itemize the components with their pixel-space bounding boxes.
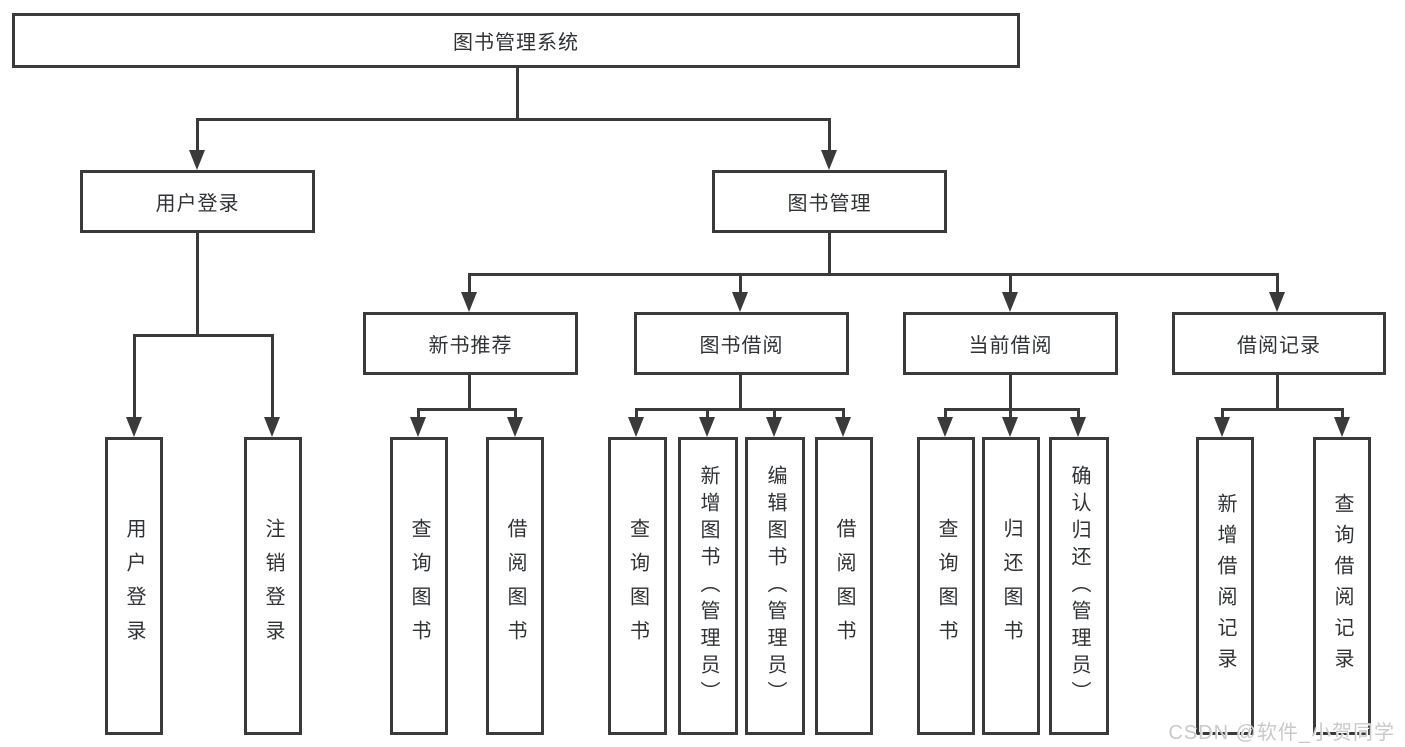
leaf-query-borrow-record: 查询借阅记录 [1313, 437, 1371, 735]
connector-drop-leaf [417, 408, 420, 421]
connector-drop-book-mgmt [828, 118, 831, 153]
connector-user-login-trunk [196, 233, 199, 337]
connector-drop-leaf [1341, 408, 1344, 421]
connector-book-mgmt-trunk [828, 233, 831, 276]
arrowhead-down-icon [937, 417, 953, 437]
connector-drop-leaf [1009, 408, 1012, 421]
connector-drop-leaf [514, 408, 517, 421]
leaf-query-books-1: 查询图书 [390, 437, 448, 735]
leaf-confirm-return-admin: 确认归还（管理员） [1049, 437, 1109, 735]
connector-drop-user-login [196, 118, 199, 153]
node-current-borrowing: 当前借阅 [903, 312, 1118, 375]
leaf-add-borrow-record: 新增借阅记录 [1196, 437, 1254, 735]
arrowhead-down-icon [835, 417, 851, 437]
arrowhead-down-icon [1214, 417, 1230, 437]
arrowhead-down-icon [126, 417, 142, 437]
arrowhead-down-icon [461, 292, 477, 312]
arrowhead-down-icon [1070, 417, 1086, 437]
leaf-query-books-3: 查询图书 [917, 437, 975, 735]
connector-trunk-records [1276, 375, 1279, 411]
connector-drop-leaf [133, 334, 136, 420]
connector-branch-new-book [417, 408, 517, 411]
connector-root-trunk [516, 68, 519, 118]
connector-trunk-new-book [468, 375, 471, 411]
arrowhead-down-icon [410, 417, 426, 437]
arrowhead-down-icon [1002, 292, 1018, 312]
csdn-watermark: CSDN @软件_小贺同学 [1168, 722, 1395, 744]
arrowhead-down-icon [821, 150, 837, 170]
node-library-management-system: 图书管理系统 [12, 13, 1020, 68]
connector-drop-leaf [271, 334, 274, 420]
arrowhead-down-icon [1002, 417, 1018, 437]
connector-drop-leaf [1077, 408, 1080, 421]
arrowhead-down-icon [264, 417, 280, 437]
node-user-login: 用户登录 [80, 170, 315, 233]
arrowhead-down-icon [1334, 417, 1350, 437]
connector-drop-leaf [706, 408, 709, 421]
arrowhead-down-icon [628, 417, 644, 437]
connector-drop-level3 [468, 273, 471, 295]
leaf-borrow-books-2: 借阅图书 [815, 437, 873, 735]
arrowhead-down-icon [699, 417, 715, 437]
connector-drop-level3 [739, 273, 742, 295]
connector-drop-leaf [842, 408, 845, 421]
connector-branch-records [1221, 408, 1344, 411]
connector-drop-level3 [1009, 273, 1012, 295]
arrowhead-down-icon [507, 417, 523, 437]
arrowhead-down-icon [1269, 292, 1285, 312]
node-book-borrowing: 图书借阅 [634, 312, 849, 375]
leaf-edit-book-admin: 编辑图书（管理员） [745, 437, 805, 735]
connector-branch-borrowing [635, 408, 845, 411]
connector-drop-level3 [1276, 273, 1279, 295]
connector-trunk-current [1009, 375, 1012, 411]
arrowhead-down-icon [189, 150, 205, 170]
leaf-logout: 注销登录 [244, 437, 302, 735]
node-new-book-recommendation: 新书推荐 [363, 312, 578, 375]
connector-branch-current [944, 408, 1080, 411]
leaf-query-books-2: 查询图书 [608, 437, 667, 735]
node-book-management: 图书管理 [712, 170, 947, 233]
connector-level2-branch [196, 118, 831, 121]
node-borrowing-records: 借阅记录 [1172, 312, 1386, 375]
leaf-add-book-admin: 新增图书（管理员） [678, 437, 738, 735]
connector-level3-branch [468, 273, 1279, 276]
connector-drop-leaf [635, 408, 638, 421]
leaf-return-books: 归还图书 [982, 437, 1040, 735]
arrowhead-down-icon [766, 417, 782, 437]
leaf-borrow-books-1: 借阅图书 [486, 437, 544, 735]
connector-user-login-branch [133, 334, 274, 337]
arrowhead-down-icon [732, 292, 748, 312]
connector-drop-leaf [773, 408, 776, 421]
leaf-user-login: 用户登录 [105, 437, 163, 735]
connector-drop-leaf [1221, 408, 1224, 421]
connector-trunk-borrowing [739, 375, 742, 411]
connector-drop-leaf [944, 408, 947, 421]
